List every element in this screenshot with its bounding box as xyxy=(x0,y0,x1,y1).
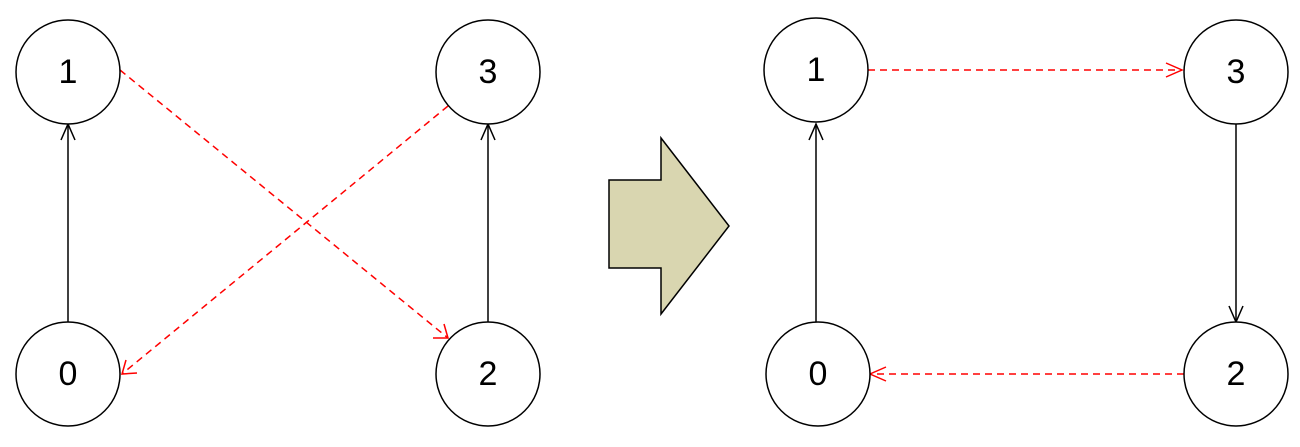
left-node-2-label: 2 xyxy=(479,355,498,393)
left-arrowhead-3-to-0 xyxy=(120,359,138,375)
right-arrowhead-1-to-3 xyxy=(1165,62,1184,78)
right-node-1: 1 xyxy=(763,17,869,123)
block-arrow-right-icon xyxy=(608,135,730,317)
right-node-3: 3 xyxy=(1183,19,1289,125)
right-node-1-label: 1 xyxy=(807,51,826,89)
right-node-2: 2 xyxy=(1183,321,1289,427)
left-node-0: 0 xyxy=(15,321,121,427)
right-arrowhead-0-to-1 xyxy=(808,122,824,141)
left-arrowhead-1-to-2 xyxy=(433,323,449,339)
left-node-1-label: 1 xyxy=(59,53,78,91)
right-node-3-label: 3 xyxy=(1227,53,1246,91)
left-node-3-label: 3 xyxy=(479,53,498,91)
left-edge-3-to-0 xyxy=(121,105,449,375)
right-node-0: 0 xyxy=(765,321,871,427)
right-node-0-label: 0 xyxy=(809,355,828,393)
left-edge-1-to-2 xyxy=(119,69,449,339)
left-graph: 1 3 0 2 xyxy=(15,19,541,427)
left-node-1: 1 xyxy=(15,19,121,125)
left-node-2: 2 xyxy=(435,321,541,427)
right-node-2-label: 2 xyxy=(1227,355,1246,393)
left-node-0-label: 0 xyxy=(59,355,78,393)
left-node-3: 3 xyxy=(435,19,541,125)
right-graph: 1 3 0 2 xyxy=(763,17,1289,427)
